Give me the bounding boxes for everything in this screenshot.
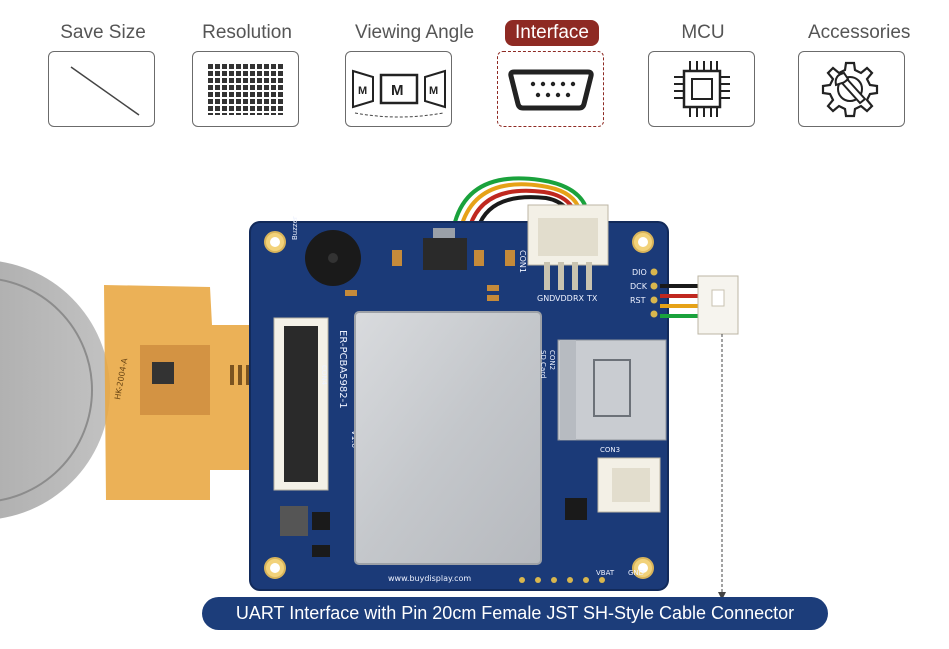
- tab-icon-box[interactable]: [648, 51, 755, 127]
- controller-pcb: Buzzer GND VDD RX TX CON1 DIO: [249, 204, 669, 591]
- round-lcd-display: [0, 261, 110, 519]
- jst-connector-con1: [527, 204, 609, 290]
- pin-label-tx: TX: [586, 294, 598, 303]
- tab-interface[interactable]: Interface: [497, 20, 607, 127]
- sd-card-label: SD Card: [539, 350, 547, 378]
- svg-text:M: M: [391, 82, 404, 99]
- jst-cable-wires: [453, 176, 587, 229]
- pin-label-vbat: VBAT: [596, 569, 615, 577]
- battery-connector-con3: [597, 457, 661, 513]
- tab-icon-box[interactable]: [497, 51, 604, 127]
- pin-label-rst: RST: [630, 296, 646, 305]
- con3-label: CON3: [600, 446, 620, 454]
- viewing-angle-icon: M M M: [351, 69, 446, 118]
- tab-label: Accessories: [808, 22, 911, 43]
- inductor: [280, 506, 308, 536]
- voltage-regulator: [423, 238, 467, 270]
- tab-label: Viewing Angle: [355, 22, 475, 43]
- tab-viewing-angle[interactable]: Viewing Angle M M M: [345, 20, 474, 127]
- tab-label: Save Size: [60, 22, 146, 43]
- con1-label: CON1: [518, 250, 527, 273]
- tab-icon-box[interactable]: [192, 51, 299, 127]
- callout-arrow: [718, 334, 726, 600]
- tab-label: Resolution: [202, 22, 292, 43]
- board-url-label: www.buydisplay.com: [388, 574, 471, 583]
- flex-cable: HK-2004-A: [104, 285, 290, 500]
- pin-label-dio: DIO: [632, 268, 647, 277]
- svg-text:M: M: [358, 85, 367, 97]
- pin-label-vdd: VDD: [555, 294, 573, 303]
- shield-can: [354, 311, 542, 565]
- board-model-label: ER-PCBA5982-1: [337, 330, 348, 409]
- sd-card-slot: [557, 339, 667, 441]
- serial-port-icon: [507, 69, 594, 111]
- tab-icon-box[interactable]: [48, 51, 155, 127]
- tab-mcu[interactable]: MCU: [648, 20, 758, 127]
- tab-icon-box[interactable]: [798, 51, 905, 127]
- pin-label-gnd: GND: [537, 294, 555, 303]
- tab-resolution[interactable]: Resolution: [192, 20, 302, 127]
- tab-label: MCU: [681, 22, 725, 43]
- external-jst-plug: [660, 275, 739, 335]
- con4-label: CON4: [320, 365, 328, 386]
- pin-label-gnd-bottom: GND: [628, 569, 644, 577]
- tab-accessories[interactable]: Accessories: [798, 20, 910, 127]
- con2-label: CON2: [548, 350, 556, 370]
- interface-caption: UART Interface with Pin 20cm Female JST …: [202, 597, 828, 630]
- buzzer-label: Buzzer: [291, 216, 299, 240]
- ic-chip: [565, 498, 587, 520]
- chip-icon: [673, 61, 730, 117]
- feature-tab-bar: Save Size Resolution Viewing Angle: [0, 0, 949, 140]
- product-photo: HK-2004-A Buzzer: [0, 176, 739, 600]
- gear-wrench-icon: [821, 61, 878, 118]
- diagonal-line-icon: [70, 66, 139, 116]
- pin-label-dck: DCK: [630, 282, 648, 291]
- pin-label-rx: RX: [573, 294, 585, 303]
- pixel-grid-icon: [206, 63, 285, 115]
- tab-save-size[interactable]: Save Size: [48, 20, 158, 127]
- svg-text:M: M: [429, 85, 438, 97]
- tab-label: Interface: [505, 20, 599, 46]
- tab-icon-box[interactable]: M M M: [345, 51, 452, 127]
